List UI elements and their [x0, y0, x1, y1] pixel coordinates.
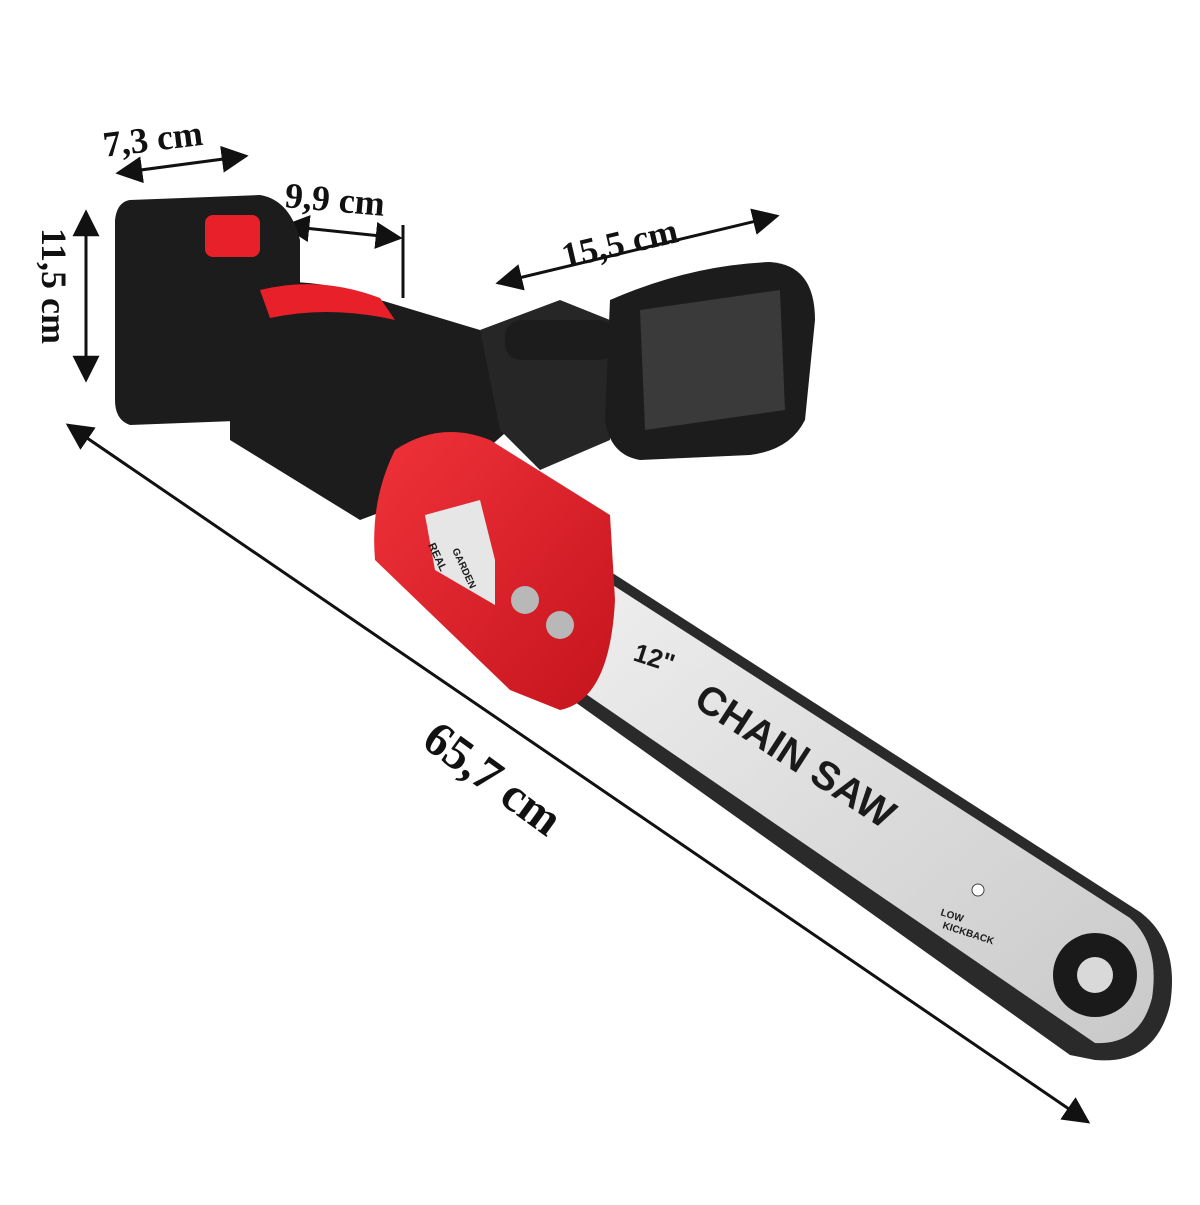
handle-width-arrow [282, 215, 403, 249]
battery-depth-label: 7,3 cm [101, 113, 205, 165]
front-handle-arrow [495, 208, 780, 291]
front-handle-label: 15,5 cm [558, 210, 682, 276]
front-handle-guard [505, 262, 815, 460]
guide-bar [575, 565, 1172, 1061]
red-chain-cover [374, 432, 615, 710]
battery-depth-arrow [115, 145, 249, 184]
handle-width-label: 9,9 cm [283, 175, 386, 224]
total-length-label: 65,7 cm [414, 711, 572, 846]
battery-height-label: 11,5 cm [34, 228, 74, 344]
total-length-arrow [65, 423, 1091, 1124]
